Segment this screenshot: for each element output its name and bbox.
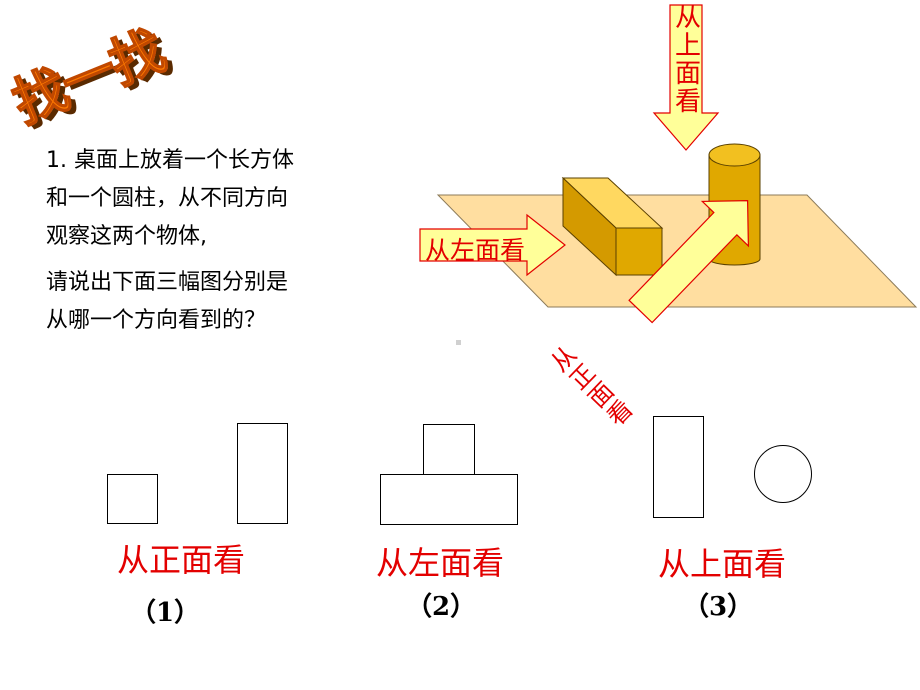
question-block: 1. 桌面上放着一个长方体 和一个圆柱，从不同方向 观察这两个物体, 请说出下面… (46, 142, 294, 340)
question-line-1: 1. 桌面上放着一个长方体 (46, 148, 294, 173)
view2-answer: 从左面看 (376, 544, 505, 582)
view2-top-square (423, 424, 475, 476)
title-text: 找一找 (4, 18, 174, 136)
cuboid-front (615, 227, 663, 276)
view3-rect (653, 416, 704, 518)
view3-number: （3） (683, 592, 754, 622)
arrow-left-label: 从左面看 (425, 236, 526, 265)
view3-circle (754, 445, 812, 503)
view2-number: （2） (406, 592, 477, 622)
question-line-2: 和一个圆柱，从不同方向 (46, 186, 289, 211)
arrow-front (628, 200, 750, 324)
scene-illustration (419, 4, 918, 324)
view1-square (107, 474, 158, 524)
cylinder-top (708, 143, 761, 167)
arrow-top-label: 从 上 面 看 (674, 3, 701, 117)
question-line-4: 请说出下面三幅图分别是 (46, 270, 289, 295)
view1-tall-rect (237, 423, 288, 524)
view1-number: （1） (130, 598, 201, 628)
arrow-top (652, 4, 720, 151)
dot-mark (456, 340, 461, 345)
title-banner: 找一找 找一找 (3, 17, 179, 138)
view3-answer: 从上面看 (658, 545, 787, 583)
view1-answer: 从正面看 (117, 541, 246, 579)
question-line-3: 观察这两个物体, (46, 224, 207, 249)
view2-base-rect (380, 474, 518, 525)
arrow-left (419, 213, 566, 277)
question-line-5: 从哪一个方向看到的？ (46, 308, 267, 333)
